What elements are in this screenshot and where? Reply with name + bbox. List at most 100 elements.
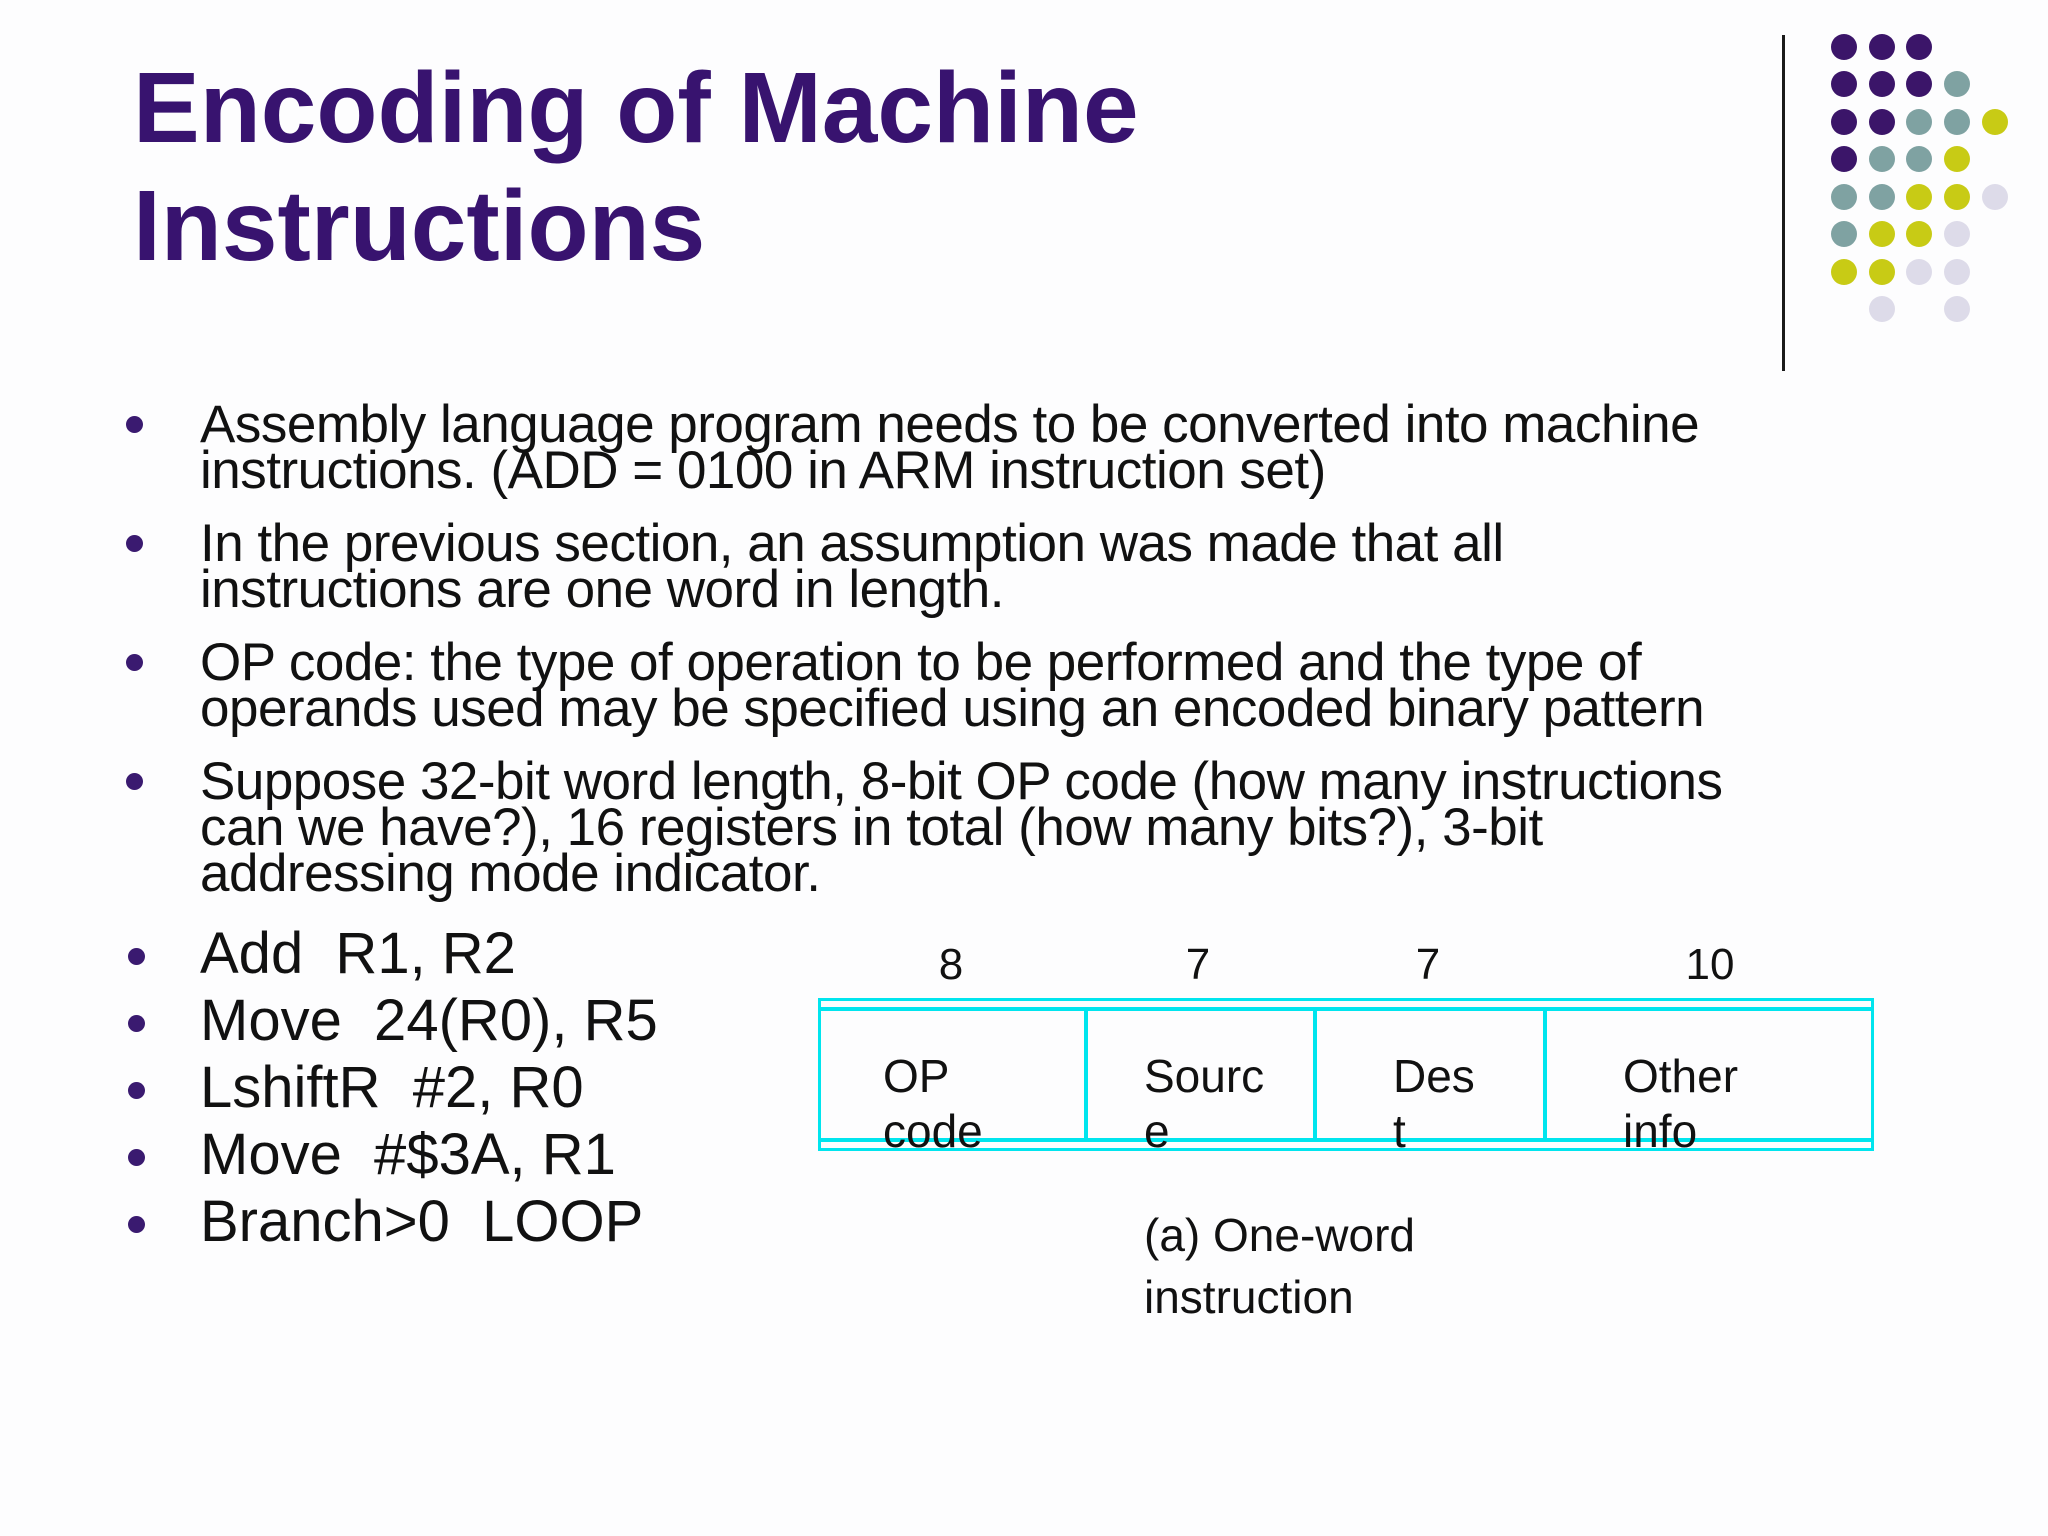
- decor-dot-row: [1825, 291, 2013, 329]
- bit-width-other: 10: [1685, 940, 1735, 989]
- decor-dot-cell: [1938, 28, 1976, 66]
- decor-dot-cell: [1825, 178, 1863, 216]
- decor-dot: [1830, 33, 1857, 60]
- decor-dot-cell: [1825, 66, 1863, 104]
- decor-dot-cell: [1900, 103, 1938, 141]
- decor-dot: [1868, 221, 1895, 248]
- decor-dot: [1868, 33, 1895, 60]
- decor-dot: [1906, 183, 1933, 210]
- decor-dot: [1943, 146, 1970, 173]
- decor-dot-row: [1825, 216, 2013, 254]
- field-cell-other: [1542, 1007, 1871, 1142]
- decor-dot-cell: [1900, 253, 1938, 291]
- bullet-op-code: OP code: the type of operation to be per…: [126, 636, 1990, 735]
- decor-dot-cell: [1825, 216, 1863, 254]
- decor-dot-cell: [1976, 253, 2014, 291]
- decor-dot-cell: [1976, 66, 2014, 104]
- decor-dot-row: [1825, 66, 2013, 104]
- decor-dot: [1943, 221, 1970, 248]
- decor-dot-cell: [1863, 178, 1901, 216]
- decor-dot-cell: [1900, 66, 1938, 104]
- decor-dot-cell: [1825, 253, 1863, 291]
- decor-dot-row: [1825, 28, 2013, 66]
- instruction-word-cells: [821, 1007, 1871, 1142]
- decor-dot-cell: [1976, 291, 2014, 329]
- decor-dot-cell: [1938, 66, 1976, 104]
- decor-dot-cell: [1825, 28, 1863, 66]
- decor-dot-cell: [1863, 141, 1901, 179]
- decor-dot: [1830, 258, 1857, 285]
- bullet-add-instruction: Add R1, R2: [128, 921, 516, 986]
- bit-width-opcode: 8: [938, 940, 964, 989]
- decor-dot-cell: [1863, 103, 1901, 141]
- decor-dot-cell: [1976, 216, 2014, 254]
- decor-dot-row: [1825, 253, 2013, 291]
- field-label-dest: Des t: [1393, 1050, 1475, 1157]
- decor-dot-cell: [1863, 216, 1901, 254]
- decor-dot-cell: [1863, 291, 1901, 329]
- field-cell-source: [1083, 1007, 1314, 1142]
- decor-dot-pattern: [1825, 28, 2013, 328]
- decor-dot-cell: [1976, 28, 2014, 66]
- decor-dot-cell: [1863, 253, 1901, 291]
- decor-dot-cell: [1976, 178, 2014, 216]
- decor-dot-cell: [1825, 291, 1863, 329]
- decor-dot-cell: [1900, 178, 1938, 216]
- figure-caption: (a) One-word instruction: [1144, 1209, 1415, 1323]
- field-label-source: Sourc e: [1144, 1050, 1265, 1157]
- decor-dot-cell: [1900, 141, 1938, 179]
- field-label-other: Other info: [1623, 1050, 1739, 1157]
- decor-dot-cell: [1938, 141, 1976, 179]
- decor-dot-cell: [1900, 216, 1938, 254]
- bit-width-dest: 7: [1415, 940, 1441, 989]
- bullet-move-indexed-instruction: Move 24(R0), R5: [128, 988, 658, 1053]
- decor-dot: [1830, 146, 1857, 173]
- decor-dot-cell: [1976, 103, 2014, 141]
- bullet-previous-section: In the previous section, an assumption w…: [126, 517, 1990, 616]
- bullet-assembly-conversion: Assembly language program needs to be co…: [126, 398, 1990, 497]
- decor-dot-cell: [1938, 291, 1976, 329]
- bullet-move-immediate-instruction: Move #$3A, R1: [128, 1122, 616, 1187]
- decor-dot-row: [1825, 103, 2013, 141]
- decor-dot-cell: [1976, 141, 2014, 179]
- decor-dot: [1981, 183, 2008, 210]
- decor-dot-cell: [1938, 253, 1976, 291]
- instruction-word-diagram: OP code Sourc e Des t Other info: [818, 998, 1874, 1157]
- decor-dot-row: [1825, 178, 2013, 216]
- field-label-opcode: OP code: [883, 1050, 983, 1157]
- bullet-lshiftr-instruction: LshiftR #2, R0: [128, 1055, 584, 1120]
- decor-dot: [1830, 183, 1857, 210]
- decor-dot-cell: [1825, 141, 1863, 179]
- decor-dot: [1943, 258, 1970, 285]
- decor-dot: [1868, 296, 1895, 323]
- decor-dot: [1906, 33, 1933, 60]
- decor-dot-row: [1825, 141, 2013, 179]
- decor-dot-cell: [1863, 66, 1901, 104]
- decor-dot: [1906, 258, 1933, 285]
- decor-dot: [1981, 108, 2008, 135]
- decor-dot-cell: [1900, 28, 1938, 66]
- decor-dot: [1830, 221, 1857, 248]
- decor-dot: [1943, 183, 1970, 210]
- decor-dot: [1830, 108, 1857, 135]
- slide-title: Encoding of Machine Instructions: [133, 52, 1139, 282]
- decor-dot: [1943, 296, 1970, 323]
- field-cell-opcode: [821, 1007, 1084, 1142]
- decor-dot-cell: [1938, 103, 1976, 141]
- decor-dot: [1868, 258, 1895, 285]
- decor-dot-cell: [1900, 291, 1938, 329]
- bullet-suppose-32bit: Suppose 32-bit word length, 8-bit OP cod…: [126, 755, 1990, 900]
- decor-dot: [1906, 71, 1933, 98]
- decor-dot: [1943, 108, 1970, 135]
- decor-dot: [1906, 146, 1933, 173]
- decor-dot: [1830, 71, 1857, 98]
- decor-dot-cell: [1938, 178, 1976, 216]
- decor-dot: [1943, 71, 1970, 98]
- decor-dot-cell: [1938, 216, 1976, 254]
- decor-vertical-rule: [1782, 35, 1785, 371]
- decor-dot: [1868, 183, 1895, 210]
- decor-dot: [1868, 146, 1895, 173]
- bit-width-source: 7: [1185, 940, 1211, 989]
- decor-dot: [1906, 221, 1933, 248]
